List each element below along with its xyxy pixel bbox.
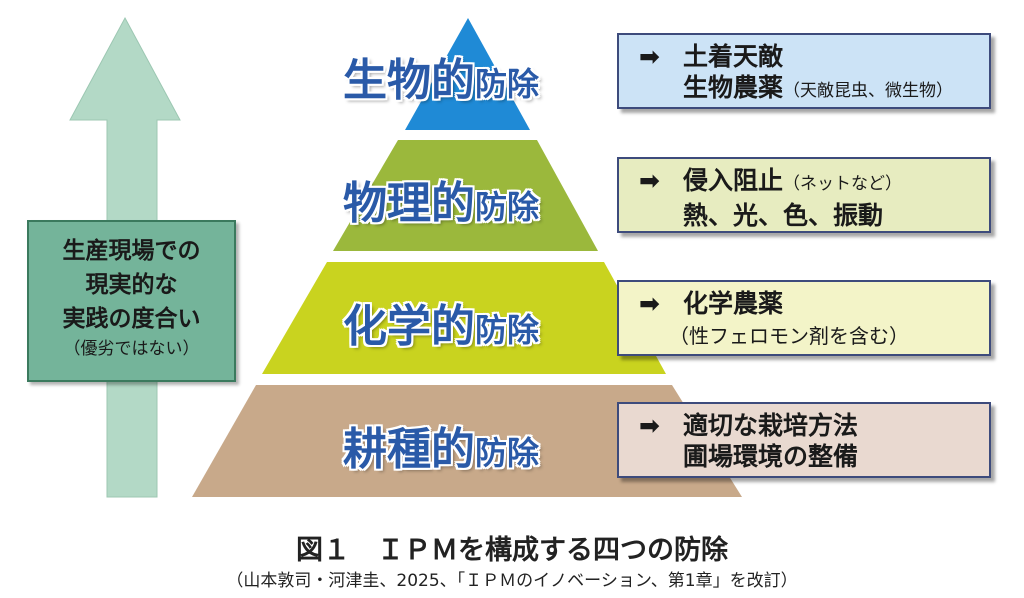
pyramid-tier-cultural — [192, 385, 742, 497]
box-line: 生物農薬 — [683, 73, 784, 102]
box-line: 適切な栽培方法 — [683, 411, 859, 440]
practicality-label-box: 生産現場での 現実的な 実践の度合い （優劣ではない） — [27, 220, 236, 382]
arrow-right-icon: ➡ — [639, 411, 660, 440]
box-line: 侵入阻止 — [683, 166, 784, 195]
left-box-note: （優劣ではない） — [63, 339, 200, 359]
box-note: （ネットなど） — [783, 174, 903, 194]
method-box-chemical: ➡ 化学農薬 （性フェロモン剤を含む） — [617, 280, 991, 356]
box-note: （性フェロモン剤を含む） — [669, 324, 909, 348]
arrow-right-icon: ➡ — [639, 42, 660, 71]
arrow-right-icon: ➡ — [639, 166, 660, 195]
box-line: 熱、光、色、振動 — [683, 201, 884, 230]
pyramid-tier-biological — [405, 18, 530, 130]
box-line: 土着天敵 — [683, 42, 784, 71]
left-box-line: 実践の度合い — [62, 306, 201, 332]
box-line: 化学農薬 — [683, 289, 784, 318]
left-box-line: 生産現場での — [62, 238, 201, 264]
box-line: 圃場環境の整備 — [683, 442, 859, 471]
pyramid-tier-physical — [333, 140, 598, 251]
box-note: （天敵昆虫、微生物） — [783, 81, 954, 101]
pyramid-tier-chemical — [262, 262, 666, 374]
tier-label-physical: 物理的防除 — [343, 178, 540, 229]
arrow-right-icon: ➡ — [639, 289, 660, 318]
figure-title: 図１ ＩＰＭを構成する四つの防除 — [296, 535, 728, 566]
tier-label-chemical: 化学的防除 — [343, 301, 540, 352]
left-box-line: 現実的な — [85, 272, 178, 298]
method-box-cultural: ➡ 適切な栽培方法 圃場環境の整備 — [617, 402, 991, 478]
tier-label-cultural: 耕種的防除 — [343, 424, 540, 475]
method-box-biological: ➡ 土着天敵 生物農薬（天敵昆虫、微生物） — [617, 33, 991, 109]
figure-source: （山本敦司・河津圭、2025、「ＩＰＭのイノベーション、第1章」を改訂） — [226, 571, 798, 591]
method-box-physical: ➡ 侵入阻止（ネットなど） 熱、光、色、振動 — [617, 157, 991, 233]
tier-label-biological: 生物的防除 — [343, 55, 540, 106]
